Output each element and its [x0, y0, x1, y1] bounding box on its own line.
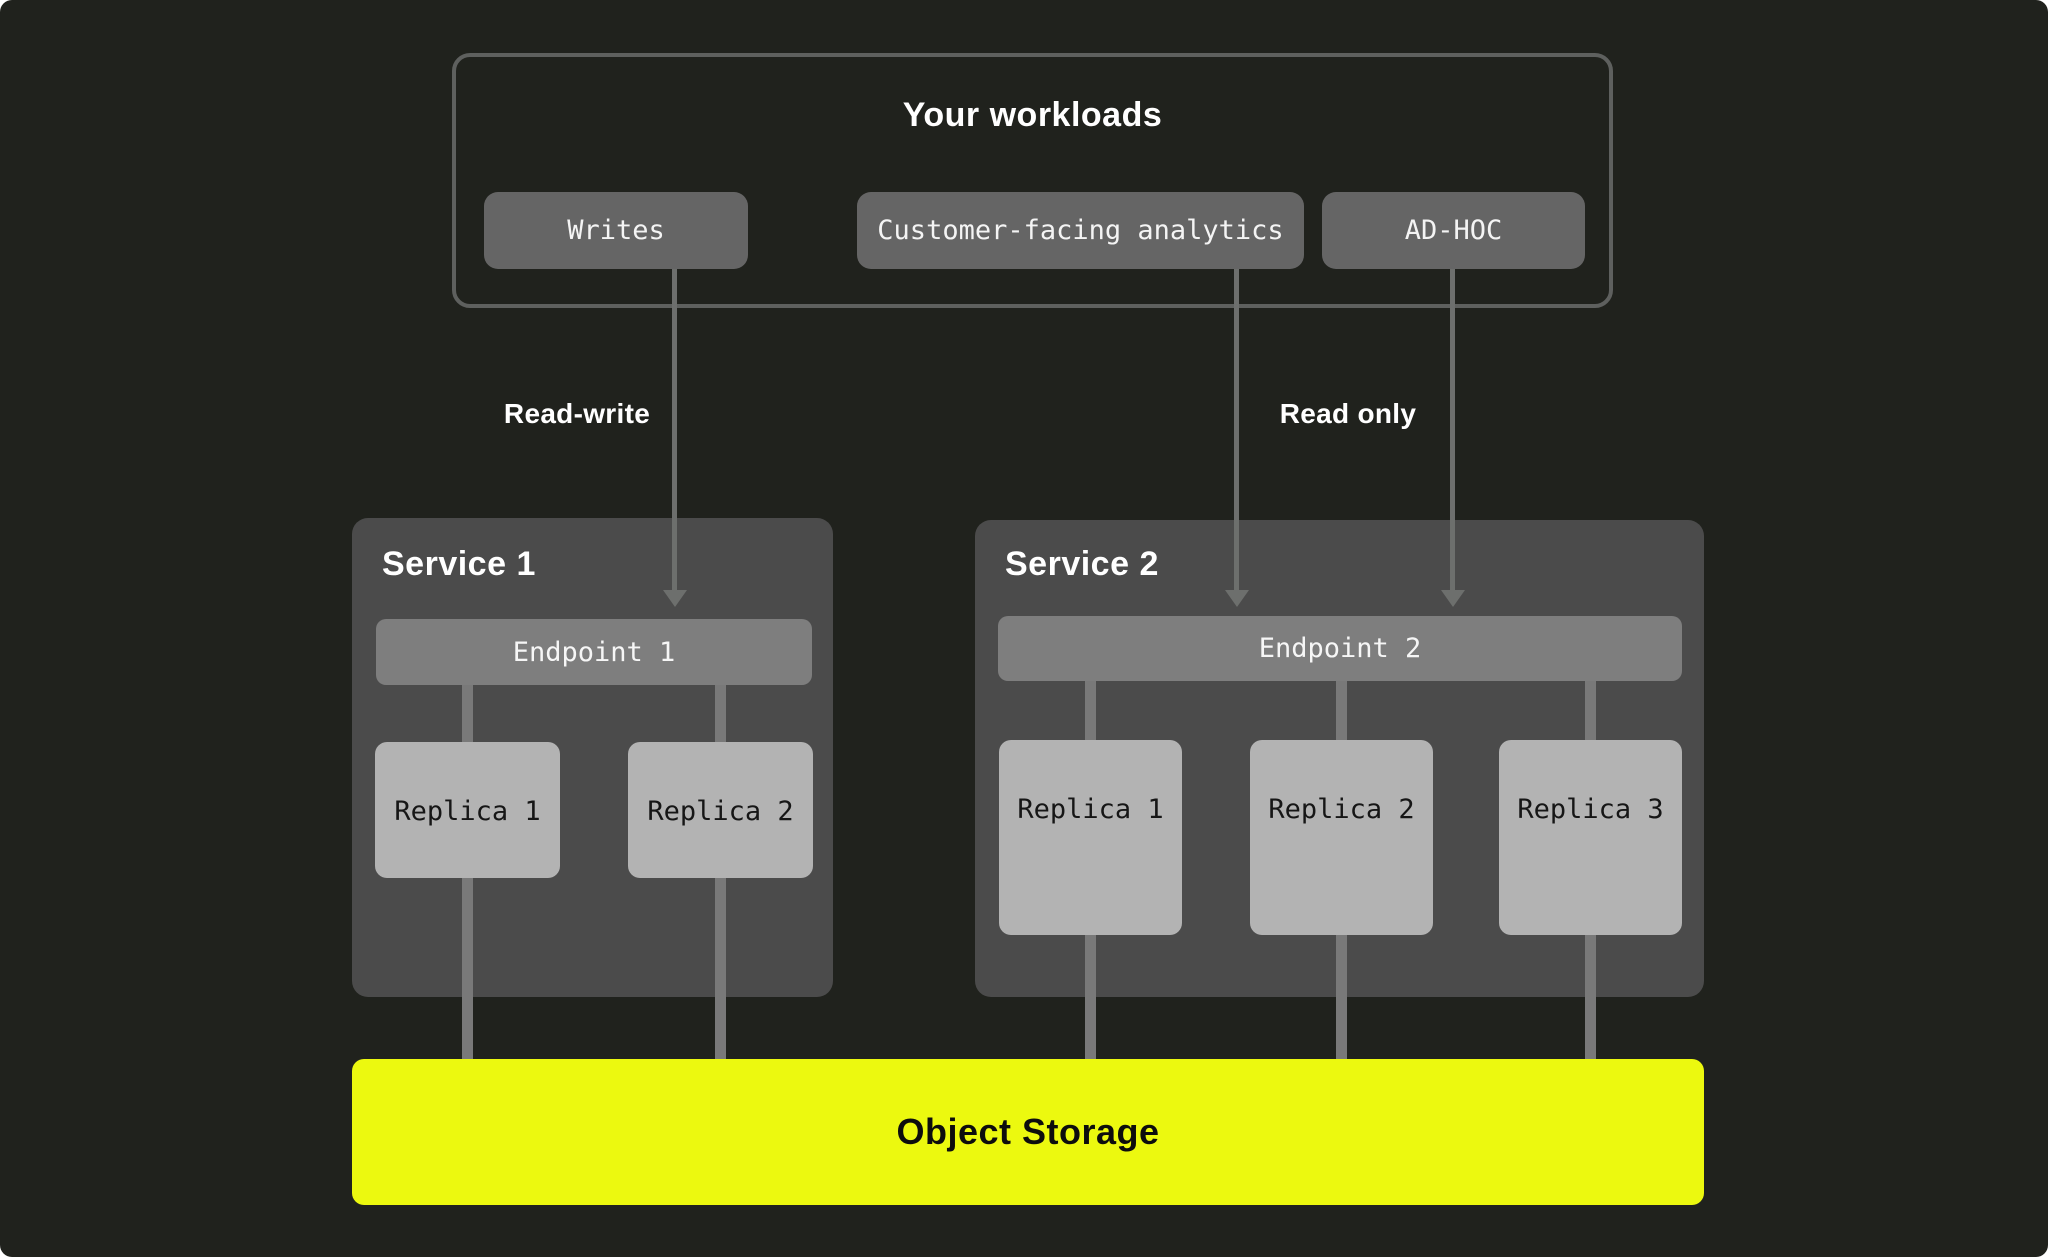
service-2-replica-2-label: Replica 2 [1268, 794, 1415, 825]
endpoint-2-label: Endpoint 2 [1258, 633, 1422, 664]
service-2-replica-1: Replica 1 [999, 740, 1182, 935]
arrow-down-icon [1441, 590, 1465, 607]
arrow-adhoc-to-endpoint2-line [1450, 269, 1455, 591]
workload-chip-writes: Writes [484, 192, 748, 269]
service-1-replica-2-label: Replica 2 [647, 796, 794, 827]
object-storage-bar: Object Storage [352, 1059, 1704, 1205]
service-2-replica-1-label: Replica 1 [1017, 794, 1164, 825]
read-only-label: Read only [1279, 398, 1417, 429]
workload-chip-ad-hoc-label: AD-HOC [1404, 215, 1503, 246]
endpoint-2-bar: Endpoint 2 [998, 616, 1682, 681]
service-2-replica-3: Replica 3 [1499, 740, 1682, 935]
object-storage-label: Object Storage [896, 1111, 1160, 1152]
workload-chip-ad-hoc: AD-HOC [1322, 192, 1585, 269]
arrow-analytics-to-endpoint2-line [1234, 269, 1239, 591]
workloads-title: Your workloads [902, 96, 1163, 134]
arrow-writes-to-endpoint1-line [672, 269, 677, 591]
endpoint-1-label: Endpoint 1 [512, 636, 676, 668]
service-1-replica-2: Replica 2 [628, 742, 813, 878]
service-1-replica-1-label: Replica 1 [394, 796, 541, 827]
service-1-replica-1: Replica 1 [375, 742, 560, 878]
arrow-down-icon [663, 590, 687, 607]
endpoint-1-bar: Endpoint 1 [376, 619, 812, 685]
service-2-replica-3-label: Replica 3 [1517, 794, 1664, 825]
workloads-panel [452, 53, 1613, 308]
workload-chip-customer-facing-analytics: Customer-facing analytics [857, 192, 1304, 269]
read-write-label: Read-write [503, 398, 651, 429]
service-2-replica-2: Replica 2 [1250, 740, 1433, 935]
service-2-title: Service 2 [1005, 545, 1159, 583]
workload-chip-analytics-label: Customer-facing analytics [877, 215, 1284, 246]
workload-chip-writes-label: Writes [567, 215, 665, 246]
arrow-down-icon [1225, 590, 1249, 607]
service-1-title: Service 1 [382, 545, 536, 583]
